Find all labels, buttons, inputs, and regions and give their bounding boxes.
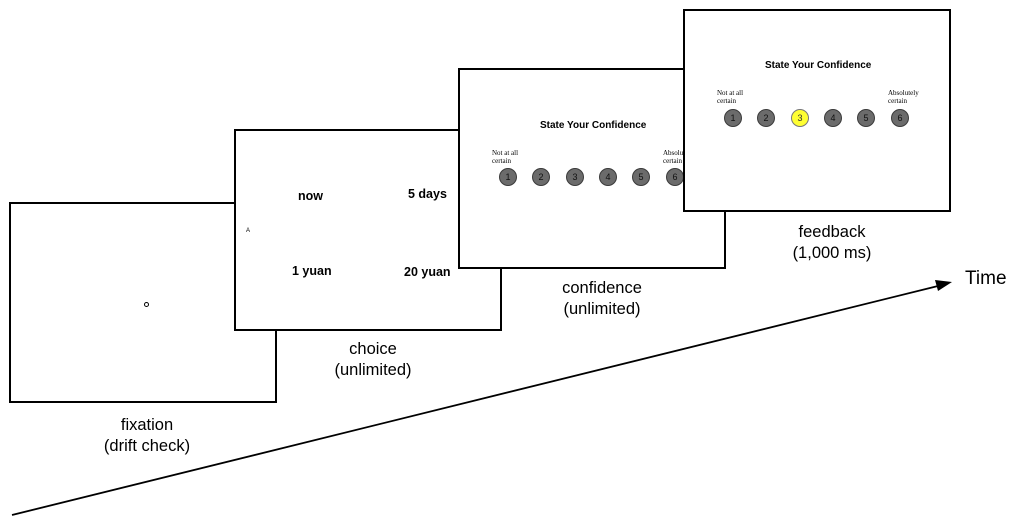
choice-caption-line1: choice [349,340,397,358]
confidence-option-6[interactable]: 6 [666,168,684,186]
fixation-dot-icon [144,302,149,307]
feedback-high-label: Absolutely certain [888,89,919,105]
confidence-caption: confidence (unlimited) [527,278,677,320]
feedback-option-3-selected: 3 [791,109,809,127]
feedback-option-5: 5 [857,109,875,127]
feedback-title: State Your Confidence [765,60,872,71]
confidence-option-2[interactable]: 2 [532,168,550,186]
confidence-title: State Your Confidence [540,120,647,131]
time-arrow-line [11,285,939,516]
fixation-caption-line1: fixation [120,416,174,434]
feedback-low-label: Not at all certain [717,89,744,105]
choice-marker: A [246,228,251,234]
time-arrow-head [935,280,952,291]
confidence-option-1[interactable]: 1 [499,168,517,186]
choice-option-1-yuan: 1 yuan [292,264,332,278]
confidence-high-label: Absolutely certain [663,149,694,165]
feedback-option-6: 6 [891,109,909,127]
confidence-option-4[interactable]: 4 [599,168,617,186]
choice-caption-line2: (unlimited) [334,361,412,379]
feedback-caption-line2: (1,000 ms) [792,244,872,262]
fixation-screen [9,202,277,403]
feedback-caption-line1: feedback [798,223,866,241]
fixation-caption-line2: (drift check) [103,437,191,455]
confidence-option-3[interactable]: 3 [566,168,584,186]
confidence-caption-line2: (unlimited) [563,300,641,318]
confidence-caption-line1: confidence [562,279,642,297]
feedback-option-4: 4 [824,109,842,127]
feedback-caption: feedback (1,000 ms) [757,222,907,264]
choice-option-20-yuan: 20 yuan [404,265,451,279]
fixation-caption: fixation (drift check) [72,415,222,457]
feedback-option-1: 1 [724,109,742,127]
confidence-option-5[interactable]: 5 [632,168,650,186]
choice-option-now: now [298,189,323,203]
time-axis-label: Time [965,268,1007,289]
choice-option-5-days: 5 days [408,187,447,201]
confidence-low-label: Not at all certain [492,149,519,165]
feedback-option-2: 2 [757,109,775,127]
feedback-screen: State Your Confidence Not at all certain… [683,9,951,212]
choice-screen: A now 5 days 1 yuan 20 yuan [234,129,502,331]
choice-caption: choice (unlimited) [298,339,448,381]
